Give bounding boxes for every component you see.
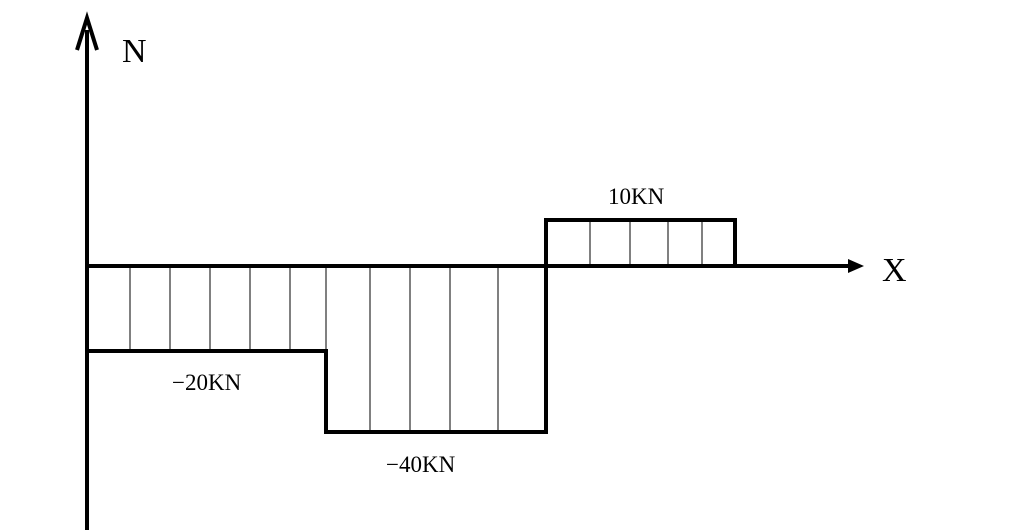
- x-axis-arrowhead: [848, 259, 864, 273]
- force-diagram-outline: [87, 218, 737, 434]
- y-axis-label: N: [122, 33, 147, 70]
- x-axis-label: X: [882, 252, 907, 289]
- y-axis-arrowhead: [75, 11, 99, 51]
- segment-2-label: −40KN: [386, 452, 456, 477]
- hatch-lines: [129, 220, 703, 432]
- segment-1-label: −20KN: [172, 370, 242, 395]
- segment-3-label: 10KN: [608, 184, 665, 209]
